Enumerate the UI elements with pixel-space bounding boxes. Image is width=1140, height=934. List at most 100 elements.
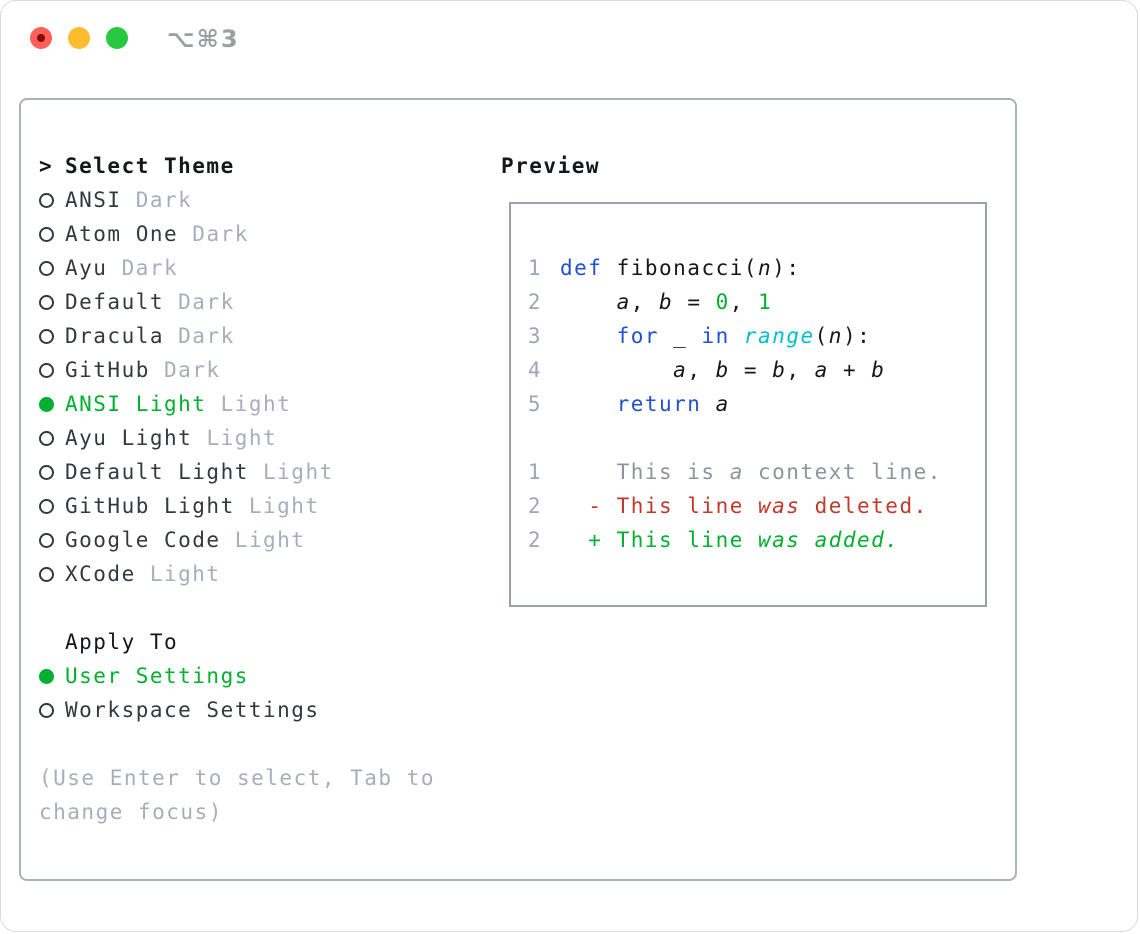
theme-name: Atom One	[65, 222, 179, 246]
radio-icon	[39, 294, 54, 310]
apply-to-label: User Settings	[65, 664, 249, 688]
code-token: added.	[814, 528, 900, 552]
line-number: 4	[527, 358, 542, 382]
theme-name: Ayu Light	[65, 426, 193, 450]
code-token: for	[616, 324, 660, 348]
code-token: was	[758, 494, 801, 518]
minimize-button[interactable]	[68, 27, 90, 49]
theme-name: Dracula	[65, 324, 165, 348]
theme-name: GitHub Light	[65, 494, 235, 518]
window-title: ⌥⌘3	[167, 25, 240, 53]
code-line	[527, 421, 985, 455]
line-number: 3	[527, 324, 542, 348]
spacer	[39, 591, 435, 625]
theme-name: GitHub	[65, 358, 150, 382]
preview-header: Preview	[501, 154, 601, 178]
theme-variant: Light	[220, 528, 306, 552]
radio-icon	[39, 430, 54, 446]
theme-option[interactable]: Default Dark	[39, 285, 435, 319]
code-line: 2 + This line was added.	[527, 523, 985, 557]
zoom-button[interactable]	[106, 27, 128, 49]
theme-variant: Dark	[164, 324, 235, 348]
theme-variant: Dark	[107, 256, 179, 280]
code-token	[560, 324, 617, 348]
hint-line-1: (Use Enter to select, Tab to	[39, 766, 436, 790]
radio-icon	[39, 226, 54, 242]
theme-option[interactable]: GitHub Light Light	[39, 489, 435, 523]
code-token: a	[729, 460, 744, 484]
code-token: b	[715, 358, 730, 382]
line-number: 2	[527, 494, 542, 518]
code-token	[560, 392, 617, 416]
code-token: a	[673, 358, 688, 382]
theme-option[interactable]: GitHub Dark	[39, 353, 435, 387]
close-button[interactable]	[30, 27, 52, 49]
code-token: was	[758, 528, 801, 552]
radio-icon	[39, 498, 54, 514]
code-token: =	[673, 290, 716, 314]
apply-to-header: Apply To	[65, 630, 179, 654]
radio-icon	[39, 702, 54, 718]
code-token: This is	[560, 460, 730, 484]
theme-option[interactable]: Default Light Light	[39, 455, 435, 489]
theme-name: Ayu	[65, 256, 108, 280]
theme-option[interactable]: Ayu Light Light	[39, 421, 435, 455]
code-line: 2 - This line was deleted.	[527, 489, 985, 523]
radio-selected-icon	[39, 396, 54, 412]
code-token	[800, 528, 814, 552]
code-token: def	[560, 256, 603, 280]
code-token: a	[616, 290, 631, 314]
radio-icon	[39, 362, 54, 378]
apply-to-option[interactable]: User Settings	[39, 659, 435, 693]
theme-name: Google Code	[65, 528, 221, 552]
code-token: ,	[786, 358, 815, 382]
code-token: context line.	[743, 460, 942, 484]
theme-variant: Dark	[178, 222, 249, 246]
select-theme-header: Select Theme	[65, 154, 235, 178]
theme-option[interactable]: XCode Light	[39, 557, 435, 591]
theme-option[interactable]: Atom One Dark	[39, 217, 435, 251]
code-token: - This line	[560, 494, 759, 518]
code-token: ,	[630, 290, 660, 314]
code-token: return	[616, 392, 702, 416]
code-token: b	[772, 358, 787, 382]
theme-variant: Light	[135, 562, 221, 586]
code-token	[560, 290, 617, 314]
theme-variant: Light	[248, 460, 334, 484]
code-token: ,	[729, 290, 759, 314]
theme-option[interactable]: Ayu Dark	[39, 251, 435, 285]
code-token	[730, 324, 744, 348]
code-token: + This line	[560, 528, 759, 552]
theme-variant: Dark	[149, 358, 221, 382]
code-token: ):	[842, 324, 872, 348]
line-number: 5	[527, 392, 542, 416]
code-token	[701, 392, 715, 416]
theme-name: Default	[65, 290, 165, 314]
theme-name: ANSI Light	[65, 392, 207, 416]
theme-variant: Dark	[164, 290, 235, 314]
apply-to-option[interactable]: Workspace Settings	[39, 693, 435, 727]
code-token: +	[828, 358, 872, 382]
code-token: n	[828, 324, 843, 348]
code-token: ):	[772, 256, 801, 280]
theme-variant: Light	[234, 494, 320, 518]
theme-option[interactable]: Dracula Dark	[39, 319, 435, 353]
theme-variant: Light	[192, 426, 278, 450]
theme-name: Default Light	[65, 460, 249, 484]
code-token: =	[729, 358, 773, 382]
code-token: n	[758, 256, 773, 280]
code-token: a	[715, 392, 730, 416]
code-line: 4 a, b = b, a + b	[527, 353, 985, 387]
theme-option[interactable]: Google Code Light	[39, 523, 435, 557]
theme-variant: Light	[206, 392, 292, 416]
theme-option[interactable]: ANSI Light Light	[39, 387, 435, 421]
theme-option[interactable]: ANSI Dark	[39, 183, 435, 217]
code-token	[560, 358, 673, 382]
code-token: b	[871, 358, 886, 382]
radio-icon	[39, 260, 54, 276]
